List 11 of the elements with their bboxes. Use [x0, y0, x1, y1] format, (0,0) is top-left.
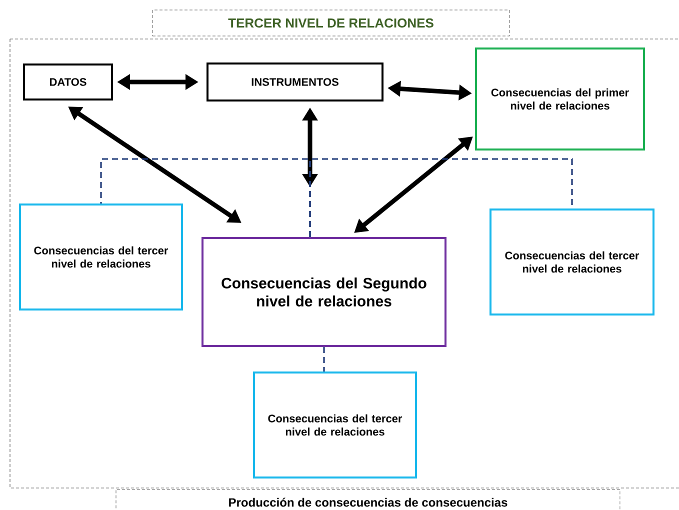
consequence-box: Consecuencias del Segundo nivel de relaciones: [202, 237, 446, 347]
data-box: DATOS: [23, 64, 113, 100]
connector-line: [309, 158, 573, 237]
title: TERCER NIVEL DE RELACIONES: [152, 10, 510, 36]
connector-line: [323, 347, 325, 372]
consequence-box: Consecuencias del tercer nivel de relaciones: [490, 208, 654, 316]
caption: Producción de consecuencias de consecuencias: [116, 489, 620, 510]
instruments-box: INSTRUMENTOS: [206, 62, 384, 102]
consequence-box: Consecuencias del primer nivel de relaciones: [475, 48, 645, 150]
consequence-box: Consecuencias del tercer nivel de relaciones: [253, 372, 417, 478]
consequence-box: Consecuencias del tercer nivel de relaciones: [19, 204, 183, 310]
